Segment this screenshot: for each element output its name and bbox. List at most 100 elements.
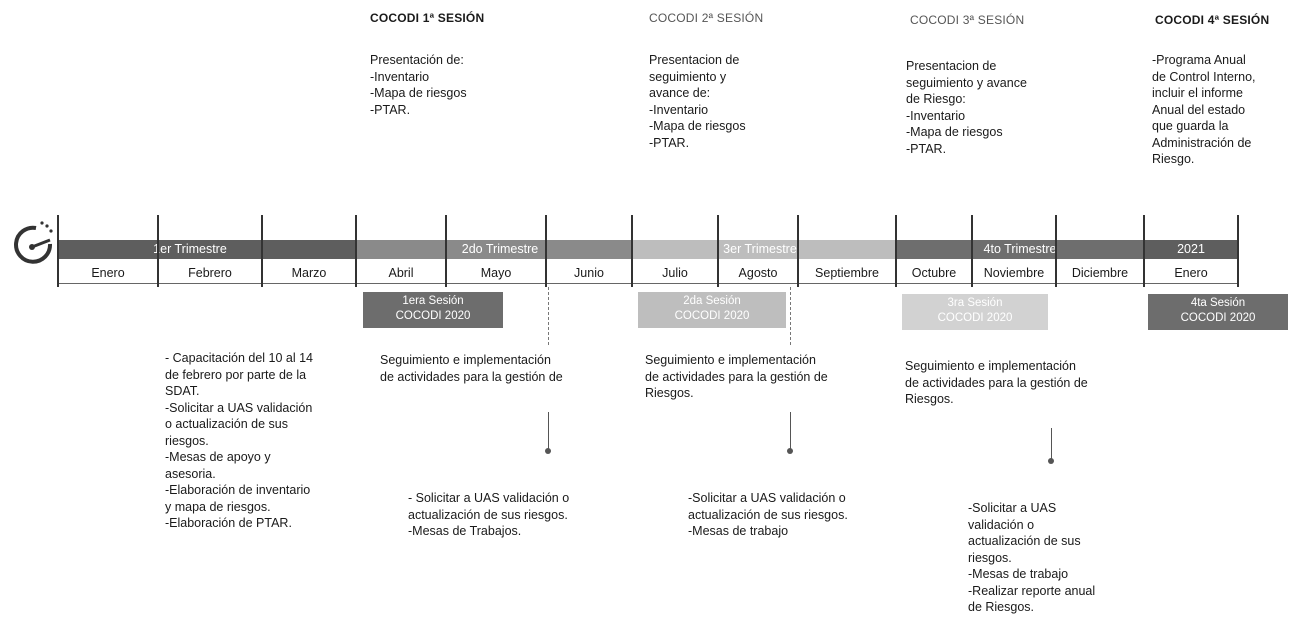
month-agosto: Agosto [738, 266, 778, 280]
session-box-4-line1: 4ta Sesión [1190, 297, 1246, 309]
q1-activity-line: - Capacitación del 10 al 14 [165, 351, 314, 365]
month-divider [1143, 215, 1145, 287]
tasks-q3: -Solicitar a UAS validación o actualizac… [688, 490, 848, 540]
follow-up-q3-line: Seguimiento e implementación [645, 353, 816, 367]
month-febrero: Febrero [188, 266, 232, 280]
pin-line [790, 412, 791, 450]
q1-activity-line: y mapa de riesgos. [165, 499, 271, 514]
q1-activity-line: asesoria. [165, 466, 216, 481]
follow-up-q2-line: Seguimiento e implementación [380, 353, 551, 367]
tasks-q4-line: validación o [968, 517, 1035, 532]
connector-line [790, 287, 791, 345]
session-2-line: -Mapa de riesgos [649, 119, 746, 133]
month-noviembre: Noviembre [983, 266, 1045, 280]
month-divider [445, 215, 447, 287]
tasks-q3-line: -Solicitar a UAS validación o [688, 491, 846, 505]
tasks-q4-line: de Riesgos. [968, 600, 1035, 614]
session-box-2-line2: COCODI 2020 [674, 310, 750, 322]
session-1-line: -Mapa de riesgos [370, 86, 467, 100]
follow-up-q2-line: de actividades para la gestión de [380, 369, 563, 384]
session-3-line: -PTAR. [906, 141, 947, 156]
month-divider [717, 215, 719, 287]
pin-marker [545, 448, 551, 454]
quarter-label-4: 4to Trimestre [983, 242, 1057, 256]
connector-line [548, 287, 549, 345]
follow-up-q4-line: Riesgos. [905, 392, 954, 406]
month-diciembre: Diciembre [1071, 266, 1129, 280]
month-divider [797, 215, 799, 287]
month-enero: Enero [91, 266, 125, 280]
session-box-2: 2da Sesión COCODI 2020 [638, 292, 786, 328]
quarter-bar-4 [896, 240, 1144, 259]
q1-activity-line: o actualización de sus [165, 417, 288, 431]
quarter-label-2021: 2021 [1177, 242, 1205, 256]
tasks-q3-line: actualización de sus riesgos. [688, 507, 848, 522]
session-4-line: -Programa Anual [1152, 53, 1246, 67]
tasks-q2-line: actualización de sus riesgos. [408, 507, 568, 522]
month-septiembre: Septiembre [815, 266, 879, 280]
tasks-q2-line: -Mesas de Trabajos. [408, 524, 522, 538]
session-2-line: Presentacion de [649, 53, 740, 67]
month-divider [631, 215, 633, 287]
follow-up-q3: Seguimiento e implementación de activida… [645, 352, 828, 402]
stopwatch-icon [6, 218, 58, 266]
pin-line [548, 412, 549, 450]
session-4-line: que guarda la [1152, 119, 1229, 133]
session-3-line: Presentacion de [906, 59, 997, 73]
session-2-line: avance de: [649, 86, 711, 100]
q1-activities: - Capacitación del 10 al 14 de febrero p… [165, 350, 313, 532]
quarter-label-2: 2do Trimestre [461, 242, 539, 256]
tasks-q4-line: -Mesas de trabajo [968, 567, 1069, 581]
month-divider [261, 215, 263, 287]
session-box-3: 3ra Sesión COCODI 2020 [902, 294, 1048, 330]
session-4-line: de Control Interno, [1152, 69, 1256, 84]
follow-up-q4-line: de actividades para la gestión de [905, 375, 1088, 390]
follow-up-q4: Seguimiento e implementación de activida… [905, 358, 1088, 408]
session-3-line: -Mapa de riesgos [906, 125, 1003, 139]
quarter-bar-1 [58, 240, 356, 259]
session-1-description: Presentación de: -Inventario -Mapa de ri… [370, 52, 467, 118]
tasks-q4: -Solicitar a UAS validación o actualizac… [968, 500, 1095, 616]
session-4-line: Riesgo. [1152, 152, 1195, 166]
session-2-line: seguimiento y [649, 69, 727, 84]
tasks-q4-line: riesgos. [968, 550, 1012, 565]
tasks-q4-line: -Realizar reporte anual [968, 583, 1096, 598]
follow-up-q3-line: de actividades para la gestión de [645, 369, 828, 384]
session-3-line: seguimiento y avance [906, 75, 1027, 90]
session-4-line: Anual del estado [1152, 102, 1246, 117]
month-enero-2021: Enero [1174, 266, 1208, 280]
month-divider [355, 215, 357, 287]
q1-activity-line: de febrero por parte de la [165, 367, 307, 382]
session-4-line: Administración de [1152, 135, 1252, 150]
session-box-3-line2: COCODI 2020 [937, 312, 1013, 324]
session-1-line: -Inventario [370, 69, 430, 84]
quarter-bar-2021 [1144, 240, 1238, 259]
session-box-1: 1era Sesión COCODI 2020 [363, 292, 503, 328]
session-3-line: de Riesgo: [906, 92, 966, 106]
month-divider [895, 215, 897, 287]
follow-up-q3-line: Riesgos. [645, 386, 694, 400]
q1-activity-line: -Elaboración de inventario [165, 483, 311, 497]
month-divider [545, 215, 547, 287]
quarter-label-3: 3er Trimestre [723, 242, 797, 256]
session-box-4: 4ta Sesión COCODI 2020 [1148, 294, 1288, 330]
pin-marker [787, 448, 793, 454]
session-1-title: COCODI 1ª SESIÓN [370, 11, 485, 25]
month-octubre: Octubre [911, 266, 957, 280]
month-divider [1055, 215, 1057, 287]
q1-activity-line: -Solicitar a UAS validación [165, 400, 313, 415]
tasks-q3-line: -Mesas de trabajo [688, 524, 789, 538]
session-box-2-line1: 2da Sesión [683, 295, 741, 307]
session-4-line: incluir el informe [1152, 86, 1244, 100]
session-2-line: -PTAR. [649, 135, 690, 150]
months-row [58, 261, 1238, 284]
session-box-1-line2: COCODI 2020 [395, 310, 471, 322]
pin-line [1051, 428, 1052, 460]
month-julio: Julio [662, 266, 688, 280]
quarter-label-1: 1er Trimestre [153, 242, 227, 256]
session-2-title: COCODI 2ª SESIÓN [649, 11, 764, 25]
month-divider [157, 215, 159, 287]
quarter-bar-3 [632, 240, 896, 259]
session-3-title: COCODI 3ª SESIÓN [910, 13, 1025, 27]
tasks-q2-line: - Solicitar a UAS validación o [408, 491, 570, 505]
